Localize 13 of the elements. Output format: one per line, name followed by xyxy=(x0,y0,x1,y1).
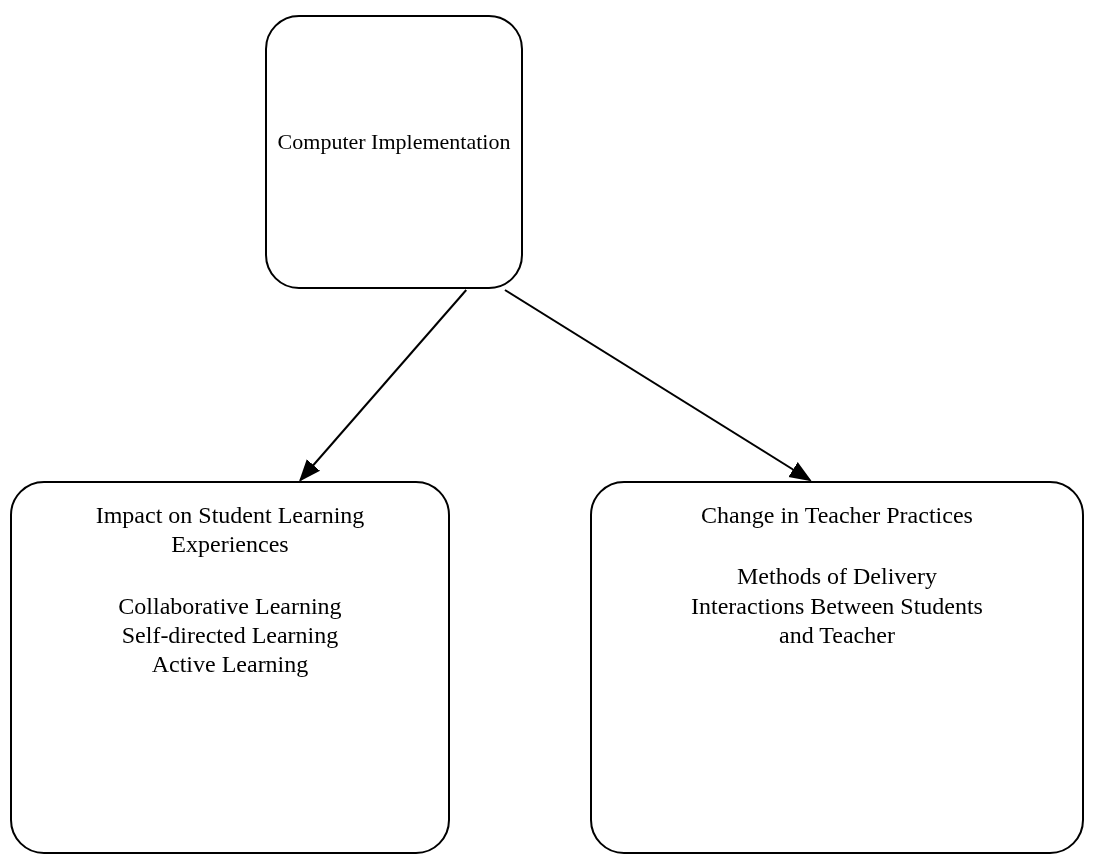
box-text: Self-directed Learning xyxy=(120,620,340,650)
arrow xyxy=(503,289,812,482)
box-heading: Impact on Student Learning Experiences xyxy=(94,501,366,560)
arrow xyxy=(298,289,468,482)
box-heading: Change in Teacher Practices xyxy=(700,501,974,530)
box-text: Methods of Delivery xyxy=(736,562,938,592)
box-text: Interactions Between Students and Teacher xyxy=(690,591,984,650)
rounded-box xyxy=(265,15,523,289)
box-text: Collaborative Learning xyxy=(117,591,343,621)
box-text: Active Learning xyxy=(150,650,310,680)
box-heading: Computer Implementation xyxy=(276,129,512,156)
rounded-box xyxy=(590,481,1084,854)
rounded-box xyxy=(10,481,450,854)
